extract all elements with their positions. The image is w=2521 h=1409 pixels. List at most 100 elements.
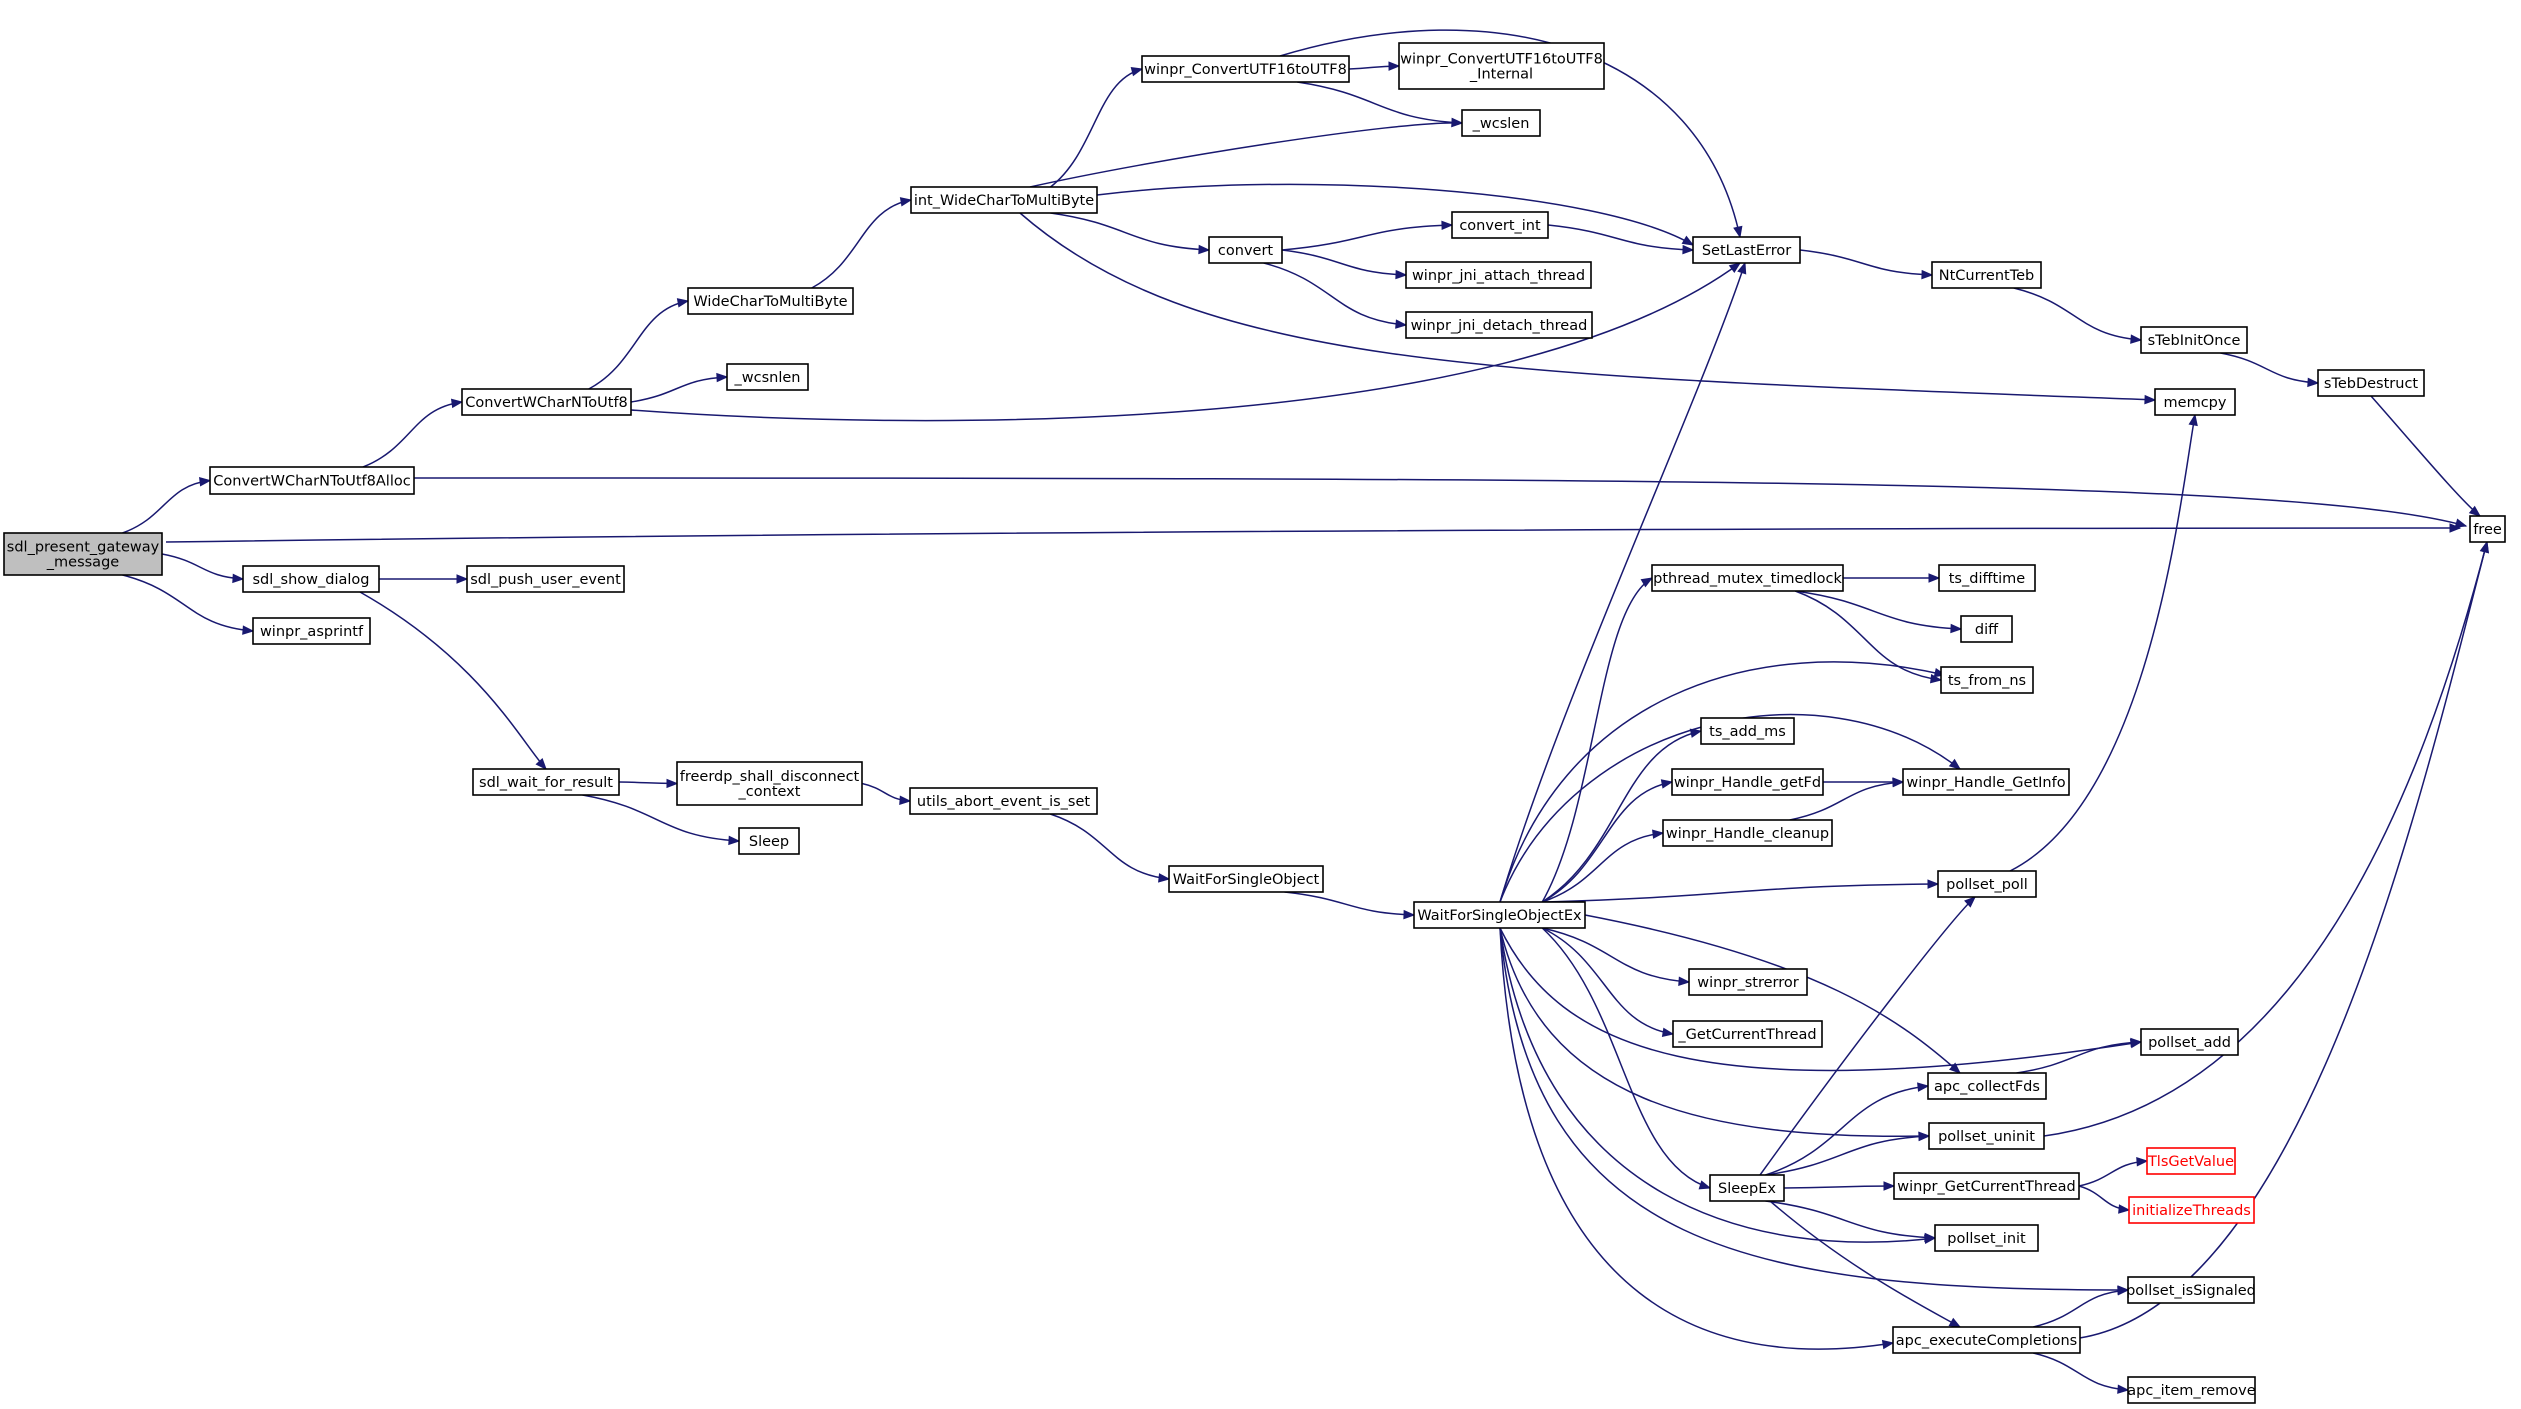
function-node-ts-add-ms[interactable]: ts_add_ms (1700, 717, 1795, 745)
call-edge (1019, 212, 2157, 405)
function-node-freerdp-shall-disconnect-context[interactable]: freerdp_shall_disconnect_context (676, 761, 863, 806)
function-node-winpr-jni-detach-thread[interactable]: winpr_jni_detach_thread (1405, 311, 1593, 339)
node-box (252, 617, 371, 645)
node-box (1398, 42, 1605, 90)
node-label: sdl_wait_for_result (479, 775, 613, 791)
edge-line (1783, 1185, 1895, 1189)
node-label: sTebInitOnce (2148, 333, 2241, 349)
node-label: Sleep (749, 834, 789, 850)
call-edge (1029, 117, 1464, 188)
function-node-stebinitonce[interactable]: sTebInitOnce (2140, 326, 2248, 354)
function-node-sdl-push-user-event[interactable]: sdl_push_user_event (466, 565, 625, 593)
function-node-waitforsingleobjectex[interactable]: WaitForSingleObjectEx (1413, 901, 1586, 929)
edge-arrowhead (1948, 1317, 1962, 1328)
edge-arrowhead (1892, 777, 1905, 788)
node-label: _wcsnlen (734, 370, 801, 386)
function-node-winpr-strerror[interactable]: winpr_strerror (1688, 968, 1808, 996)
function-node-winpr-jni-attach-thread[interactable]: winpr_jni_attach_thread (1405, 261, 1592, 289)
function-node-setlasterror[interactable]: SetLastError (1692, 236, 1801, 264)
function-node--getcurrentthread[interactable]: _GetCurrentThread (1672, 1020, 1823, 1048)
edge-arrowhead (1395, 319, 1408, 329)
function-node-sdl-show-dialog[interactable]: sdl_show_dialog (242, 565, 380, 593)
function-node-memcpy[interactable]: memcpy (2154, 388, 2236, 416)
node-label: pollset_poll (1946, 877, 2028, 893)
edge-line (1263, 262, 1407, 326)
edge-line (1029, 122, 1463, 188)
call-edge (1799, 249, 1934, 280)
function-node-utils-abort-event-is-set[interactable]: utils_abort_event_is_set (909, 787, 1098, 815)
function-node-convert[interactable]: convert (1208, 236, 1283, 264)
function-node-pollset-uninit[interactable]: pollset_uninit (1928, 1122, 2045, 1150)
edge-line (1050, 212, 1210, 251)
function-node-convert-int[interactable]: convert_int (1451, 211, 1549, 239)
call-edge (2033, 1286, 2130, 1328)
node-box (1405, 311, 1593, 339)
node-box (1168, 865, 1324, 893)
function-node-diff[interactable]: diff (1960, 615, 2013, 643)
edge-arrowhead (1130, 67, 1144, 77)
call-edge (1541, 728, 1703, 903)
edge-line (165, 527, 2461, 543)
function-node-initializethreads[interactable]: initializeThreads (2128, 1196, 2255, 1224)
function-node-pollset-poll[interactable]: pollset_poll (1937, 870, 2037, 898)
edge-arrowhead (2468, 505, 2482, 517)
function-node-winpr-getcurrentthread[interactable]: winpr_GetCurrentThread (1893, 1172, 2080, 1200)
node-box (1960, 615, 2013, 643)
edge-arrowhead (1198, 244, 1211, 255)
function-node-waitforsingleobject[interactable]: WaitForSingleObject (1168, 865, 1324, 893)
node-label: convert_int (1459, 218, 1541, 234)
function-node-convertwcharntoutf8[interactable]: ConvertWCharNToUtf8 (461, 388, 632, 416)
function-node-winpr-handle-getinfo[interactable]: winpr_Handle_GetInfo (1902, 768, 2070, 796)
edge-line (1541, 577, 1653, 903)
node-box (1405, 261, 1592, 289)
call-edge (2009, 413, 2198, 872)
node-label: convert (1218, 243, 1273, 259)
function-node-winpr-handle-cleanup[interactable]: winpr_Handle_cleanup (1662, 819, 1833, 847)
call-edge (1795, 590, 1963, 634)
edge-arrowhead (1950, 623, 1963, 634)
function-node--wcslen[interactable]: _wcslen (1461, 109, 1541, 137)
function-node-tlsgetvalue[interactable]: TlsGetValue (2146, 1147, 2236, 1175)
function-node-apc-collectfds[interactable]: apc_collectFds (1927, 1072, 2047, 1100)
node-label: winpr_jni_detach_thread (1411, 318, 1588, 334)
edge-arrowhead (1403, 909, 1416, 920)
function-node-winpr-handle-getfd[interactable]: winpr_Handle_getFd (1671, 768, 1824, 796)
node-label: ts_add_ms (1709, 724, 1786, 740)
function-node-winpr-asprintf[interactable]: winpr_asprintf (252, 617, 371, 645)
function-node--wcsnlen[interactable]: _wcsnlen (726, 363, 809, 391)
function-node-ts-from-ns[interactable]: ts_from_ns (1940, 666, 2034, 694)
edge-line (1019, 212, 2156, 401)
function-node-ts-difftime[interactable]: ts_difftime (1938, 564, 2036, 592)
function-node-sdl-present-gateway-message[interactable]: sdl_present_gateway_message (3, 532, 163, 576)
function-node-apc-item-remove[interactable]: apc_item_remove (2127, 1376, 2256, 1404)
function-node-winpr-convertutf16toutf8-internal[interactable]: winpr_ConvertUTF16toUTF8_Internal (1398, 42, 1605, 90)
call-edge (165, 523, 2462, 543)
node-label: WaitForSingleObject (1173, 872, 1320, 888)
function-node-sleepex[interactable]: SleepEx (1709, 1174, 1785, 1202)
function-node-free[interactable]: free (2469, 515, 2506, 543)
function-node-pollset-issignaled[interactable]: pollset_isSignaled (2126, 1276, 2256, 1304)
node-box (1692, 236, 1801, 264)
function-node-apc-executecompletions[interactable]: apc_executeCompletions (1892, 1326, 2081, 1354)
function-node-convertwcharntoutf8alloc[interactable]: ConvertWCharNToUtf8Alloc (209, 466, 415, 495)
function-node-pthread-mutex-timedlock[interactable]: pthread_mutex_timedlock (1651, 564, 1844, 592)
edge-arrowhead (899, 795, 912, 805)
call-edge (1769, 1200, 1962, 1328)
function-node-pollset-init[interactable]: pollset_init (1934, 1224, 2039, 1252)
function-node-sdl-wait-for-result[interactable]: sdl_wait_for_result (472, 768, 620, 796)
function-node-int-widechartomultibyte[interactable]: int_WideCharToMultiByte (910, 186, 1098, 214)
call-edge (1789, 777, 1905, 821)
edge-line (1799, 249, 1933, 276)
edge-line (1542, 927, 1690, 983)
function-node-widechartomultibyte[interactable]: WideCharToMultiByte (687, 287, 854, 315)
function-node-winpr-convertutf16toutf8[interactable]: winpr_ConvertUTF16toUTF8 (1141, 55, 1350, 83)
call-edge (122, 477, 212, 534)
edge-arrowhead (1158, 873, 1171, 883)
edge-line (2033, 1352, 2129, 1391)
node-label: winpr_jni_attach_thread (1412, 268, 1585, 284)
function-node-stebdestruct[interactable]: sTebDestruct (2317, 369, 2425, 397)
function-node-pollset-add[interactable]: pollset_add (2140, 1028, 2239, 1056)
function-node-sleep[interactable]: Sleep (738, 827, 800, 855)
edge-arrowhead (2118, 1204, 2131, 1214)
function-node-ntcurrentteb[interactable]: NtCurrentTeb (1931, 261, 2042, 289)
